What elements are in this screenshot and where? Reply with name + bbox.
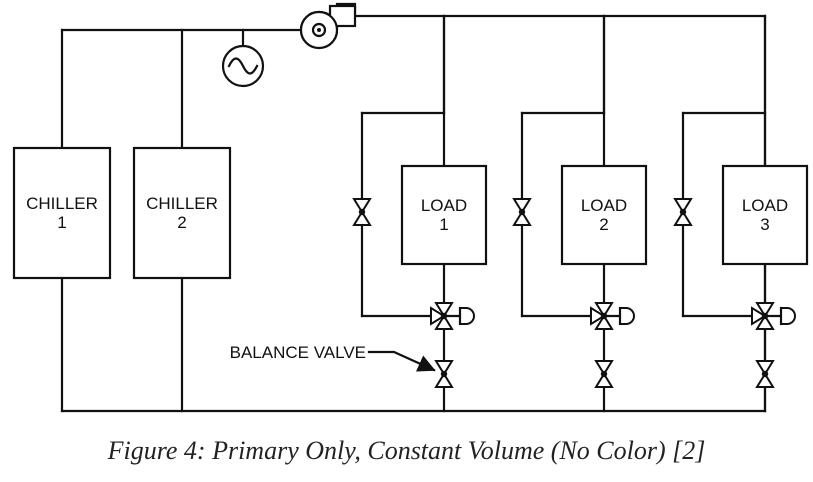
load-number: 3 <box>760 215 769 234</box>
bypass-2-two-way-valve-icon <box>512 198 532 226</box>
chiller-number: 2 <box>177 213 186 232</box>
load-3-three-way-valve-icon <box>751 302 796 330</box>
load-2-three-way-valve-icon <box>590 302 635 330</box>
bypass-3-two-way-valve-icon <box>673 198 693 226</box>
expansion-tank-icon <box>221 44 265 88</box>
actuator-icon <box>780 307 796 325</box>
load-number: 2 <box>599 215 608 234</box>
pump-icon <box>299 2 357 50</box>
load-2-balance-valve-icon <box>594 360 614 388</box>
load-number: 1 <box>439 215 448 234</box>
chiller-label: CHILLER <box>26 194 98 213</box>
load-label: LOAD <box>742 196 788 215</box>
label-layer: BALANCE VALVE <box>230 343 436 372</box>
actuator-icon <box>619 307 635 325</box>
balance-valve-label: BALANCE VALVE <box>230 343 366 362</box>
valve-layer <box>352 198 796 388</box>
load-1-three-way-valve-icon <box>430 302 475 330</box>
load-label: LOAD <box>581 196 627 215</box>
load-3-balance-valve-icon <box>755 360 775 388</box>
load-1-balance-valve-icon <box>434 360 454 388</box>
bypass-1-two-way-valve-icon <box>352 198 372 226</box>
figure-caption: Figure 4: Primary Only, Constant Volume … <box>107 436 706 465</box>
actuator-icon <box>459 307 475 325</box>
chiller-number: 1 <box>57 213 66 232</box>
chiller-label: CHILLER <box>146 194 218 213</box>
load-label: LOAD <box>421 196 467 215</box>
balance-valve-callout: BALANCE VALVE <box>230 343 436 372</box>
